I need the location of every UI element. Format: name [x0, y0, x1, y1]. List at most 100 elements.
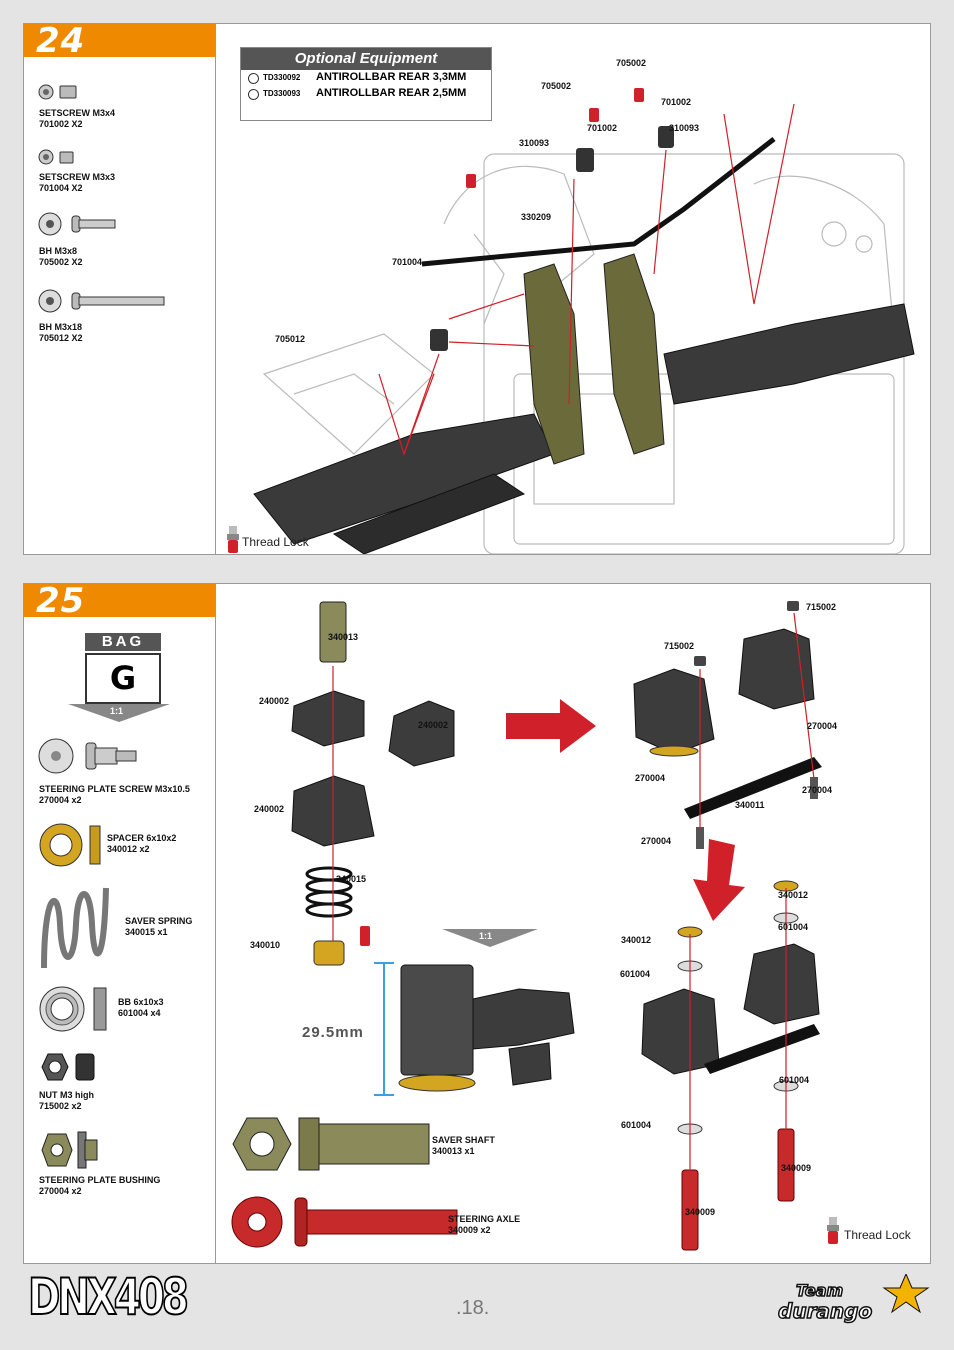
team-durango-logo: Team durango [778, 1274, 930, 1324]
part-label: SAVER SPRING 340015 x1 [125, 916, 192, 938]
bag-letter: G [85, 653, 161, 704]
part-name: BB 6x10x3 [118, 997, 164, 1007]
optional-item: TD330092 ANTIROLLBAR REAR 3,3MM [241, 70, 491, 86]
part-number-label: 270004 [641, 836, 672, 846]
thread-lock-icon [227, 526, 239, 553]
part-name: SPACER 6x10x2 [107, 833, 177, 843]
part-number-label: 601004 [620, 969, 651, 979]
part-code: 705012 X2 [39, 333, 83, 343]
part-label: STEERING AXLE 340009 x2 [448, 1214, 520, 1236]
part-code: 270004 x2 [39, 795, 82, 805]
spacer-icon [39, 823, 101, 867]
part-number-label: 340013 [328, 632, 359, 642]
part-name: SETSCREW M3x4 [39, 108, 116, 118]
part-label: STEERING PLATE BUSHING 270004 x2 [39, 1175, 160, 1197]
bag-label: BAG [85, 633, 161, 651]
part-number-label: 340011 [735, 800, 765, 810]
scale-arrow-icon [442, 929, 538, 947]
part-number-label: 340010 [250, 940, 281, 950]
part-number-label: 240002 [418, 720, 449, 730]
part-number-label: 270004 [807, 721, 838, 731]
optional-equipment-box: Optional Equipment TD330092 ANTIROLLBAR … [240, 47, 492, 121]
ball-bearing-icon [39, 986, 107, 1032]
part-code: 340015 x1 [125, 927, 168, 937]
part-code: 340012 x2 [107, 844, 150, 854]
part-name: BH M3x18 [39, 322, 83, 332]
optional-name: ANTIROLLBAR REAR 3,3MM [316, 71, 467, 83]
optional-code: TD330093 [263, 89, 301, 98]
saver-shaft-icon [232, 1117, 430, 1171]
part-number-label: 340012 [778, 890, 809, 900]
thread-lock-icon [827, 1217, 839, 1244]
part-number-label: 270004 [635, 773, 666, 783]
steering-axle-icon [231, 1196, 458, 1248]
part-name: NUT M3 high [39, 1090, 94, 1100]
part-name: SETSCREW M3x3 [39, 172, 116, 182]
part-label: BH M3x18 705012 X2 [39, 322, 83, 344]
part-code: 701004 X2 [39, 183, 83, 193]
part-number-label: 715002 [664, 641, 695, 651]
checkbox-circle-icon[interactable] [248, 73, 259, 84]
part-number-label: 601004 [621, 1120, 652, 1130]
part-number-label: 310093 [669, 123, 700, 133]
part-name: STEERING PLATE BUSHING [39, 1175, 161, 1185]
step-25-panel: 25 BAG G 1:1 STEERING PLATE SCREW M3x10.… [23, 581, 931, 1264]
part-number-label: 240002 [259, 696, 290, 706]
part-code: 701002 X2 [39, 119, 83, 129]
part-number-label: 701004 [392, 257, 423, 267]
part-label: SPACER 6x10x2 340012 x2 [107, 833, 176, 855]
part-number-label: 601004 [778, 922, 809, 932]
part-code: 705002 X2 [39, 257, 83, 267]
part-label: BB 6x10x3 601004 x4 [118, 997, 164, 1019]
shoulder-screw-icon [38, 738, 137, 774]
step-24-panel: 24 SETSCREW M3x4 701002 X2 SETSCREW M3x3… [23, 21, 931, 555]
scale-label: 1:1 [110, 706, 124, 716]
part-number-label: 705002 [616, 58, 647, 68]
step-header: 25 [24, 581, 215, 621]
setscrew-icon [38, 149, 74, 165]
step-header: 24 [24, 21, 215, 61]
checkbox-circle-icon[interactable] [248, 89, 259, 100]
button-head-screw-icon [38, 212, 116, 236]
saver-detail-illustration [374, 962, 575, 1096]
part-number-label: 705012 [275, 334, 306, 344]
steering-axle-illustration [641, 880, 820, 1251]
part-number-label: 601004 [779, 1075, 810, 1085]
optional-code: TD330092 [263, 73, 301, 82]
part-number-label: 715002 [806, 602, 837, 612]
next-step-arrow-icon [506, 699, 596, 753]
part-code: 601004 x4 [118, 1008, 161, 1018]
part-code: 340013 x1 [432, 1146, 475, 1156]
rear-suspension-illustration [253, 88, 915, 554]
spring-icon [41, 887, 109, 969]
part-name: SAVER SHAFT [432, 1135, 495, 1145]
optional-equipment-title: Optional Equipment [241, 48, 491, 70]
dimension-label: 29.5mm [302, 1024, 364, 1041]
logo-text-team: Team [796, 1281, 843, 1300]
part-code: 715002 x2 [39, 1101, 82, 1111]
thread-lock-label: Thread Lock [844, 1228, 911, 1242]
part-label: NUT M3 high 715002 x2 [39, 1090, 94, 1112]
part-label: SAVER SHAFT 340013 x1 [432, 1135, 495, 1157]
setscrew-icon [38, 84, 77, 100]
scale-arrow-icon [68, 704, 170, 722]
part-number-label: 701002 [661, 97, 692, 107]
part-name: BH M3x8 [39, 246, 78, 256]
step-number: 25 [36, 581, 86, 621]
part-number-label: 340009 [781, 1163, 812, 1173]
part-name: STEERING AXLE [448, 1214, 521, 1224]
part-number-label: 340015 [336, 874, 367, 884]
thread-lock-label: Thread Lock [242, 535, 309, 549]
part-label: BH M3x8 705002 X2 [39, 246, 83, 268]
nut-icon [41, 1053, 95, 1081]
part-label: SETSCREW M3x3 701004 X2 [39, 172, 115, 194]
part-name: STEERING PLATE SCREW M3x10.5 [39, 784, 190, 794]
part-number-label: 340009 [685, 1207, 716, 1217]
part-number-label: 340012 [621, 935, 652, 945]
divider [215, 24, 216, 554]
optional-item: TD330093 ANTIROLLBAR REAR 2,5MM [241, 86, 491, 102]
scale-label: 1:1 [479, 931, 493, 941]
part-number-label: 705002 [541, 81, 572, 91]
page-number: .18. [456, 1297, 490, 1319]
part-number-label: 240002 [254, 804, 285, 814]
